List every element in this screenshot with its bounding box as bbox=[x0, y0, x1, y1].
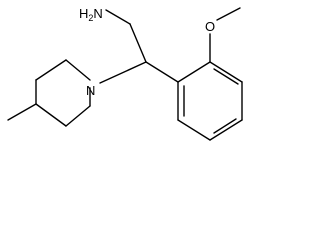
bond-amine-ch2 bbox=[105, 9, 131, 25]
piperidine-ring bbox=[7, 59, 91, 127]
bond-ar2-ar3 bbox=[209, 61, 243, 83]
bond-ar4-ar5 bbox=[209, 119, 243, 141]
bond-ch-ring-n bbox=[99, 61, 147, 84]
benzene-ring bbox=[177, 61, 243, 141]
bond-ch2-ch bbox=[129, 23, 147, 63]
bond-n-c2 bbox=[65, 59, 91, 81]
methoxy-group bbox=[209, 7, 241, 63]
bond-ar1-ar2 bbox=[177, 61, 211, 83]
bond-ar5-ar6 bbox=[177, 119, 211, 141]
double-bond-inner-b bbox=[213, 68, 239, 85]
bond-c4-methyl bbox=[7, 103, 37, 121]
ether-oxygen-label: O bbox=[205, 19, 215, 34]
double-bond-inner-c bbox=[213, 118, 237, 134]
chemical-structure-drawing: H2N N O bbox=[7, 6, 243, 141]
side-chain-bonds bbox=[99, 9, 179, 84]
ring-nitrogen-label: N bbox=[86, 83, 95, 98]
bond-c2-c3 bbox=[35, 59, 67, 81]
bond-ch-aryl bbox=[145, 61, 179, 83]
amine-label: H2N bbox=[79, 6, 103, 23]
bond-c5-c6 bbox=[65, 105, 91, 127]
bond-oxygen-methyl bbox=[216, 7, 241, 21]
bond-c4-c5 bbox=[35, 103, 67, 127]
